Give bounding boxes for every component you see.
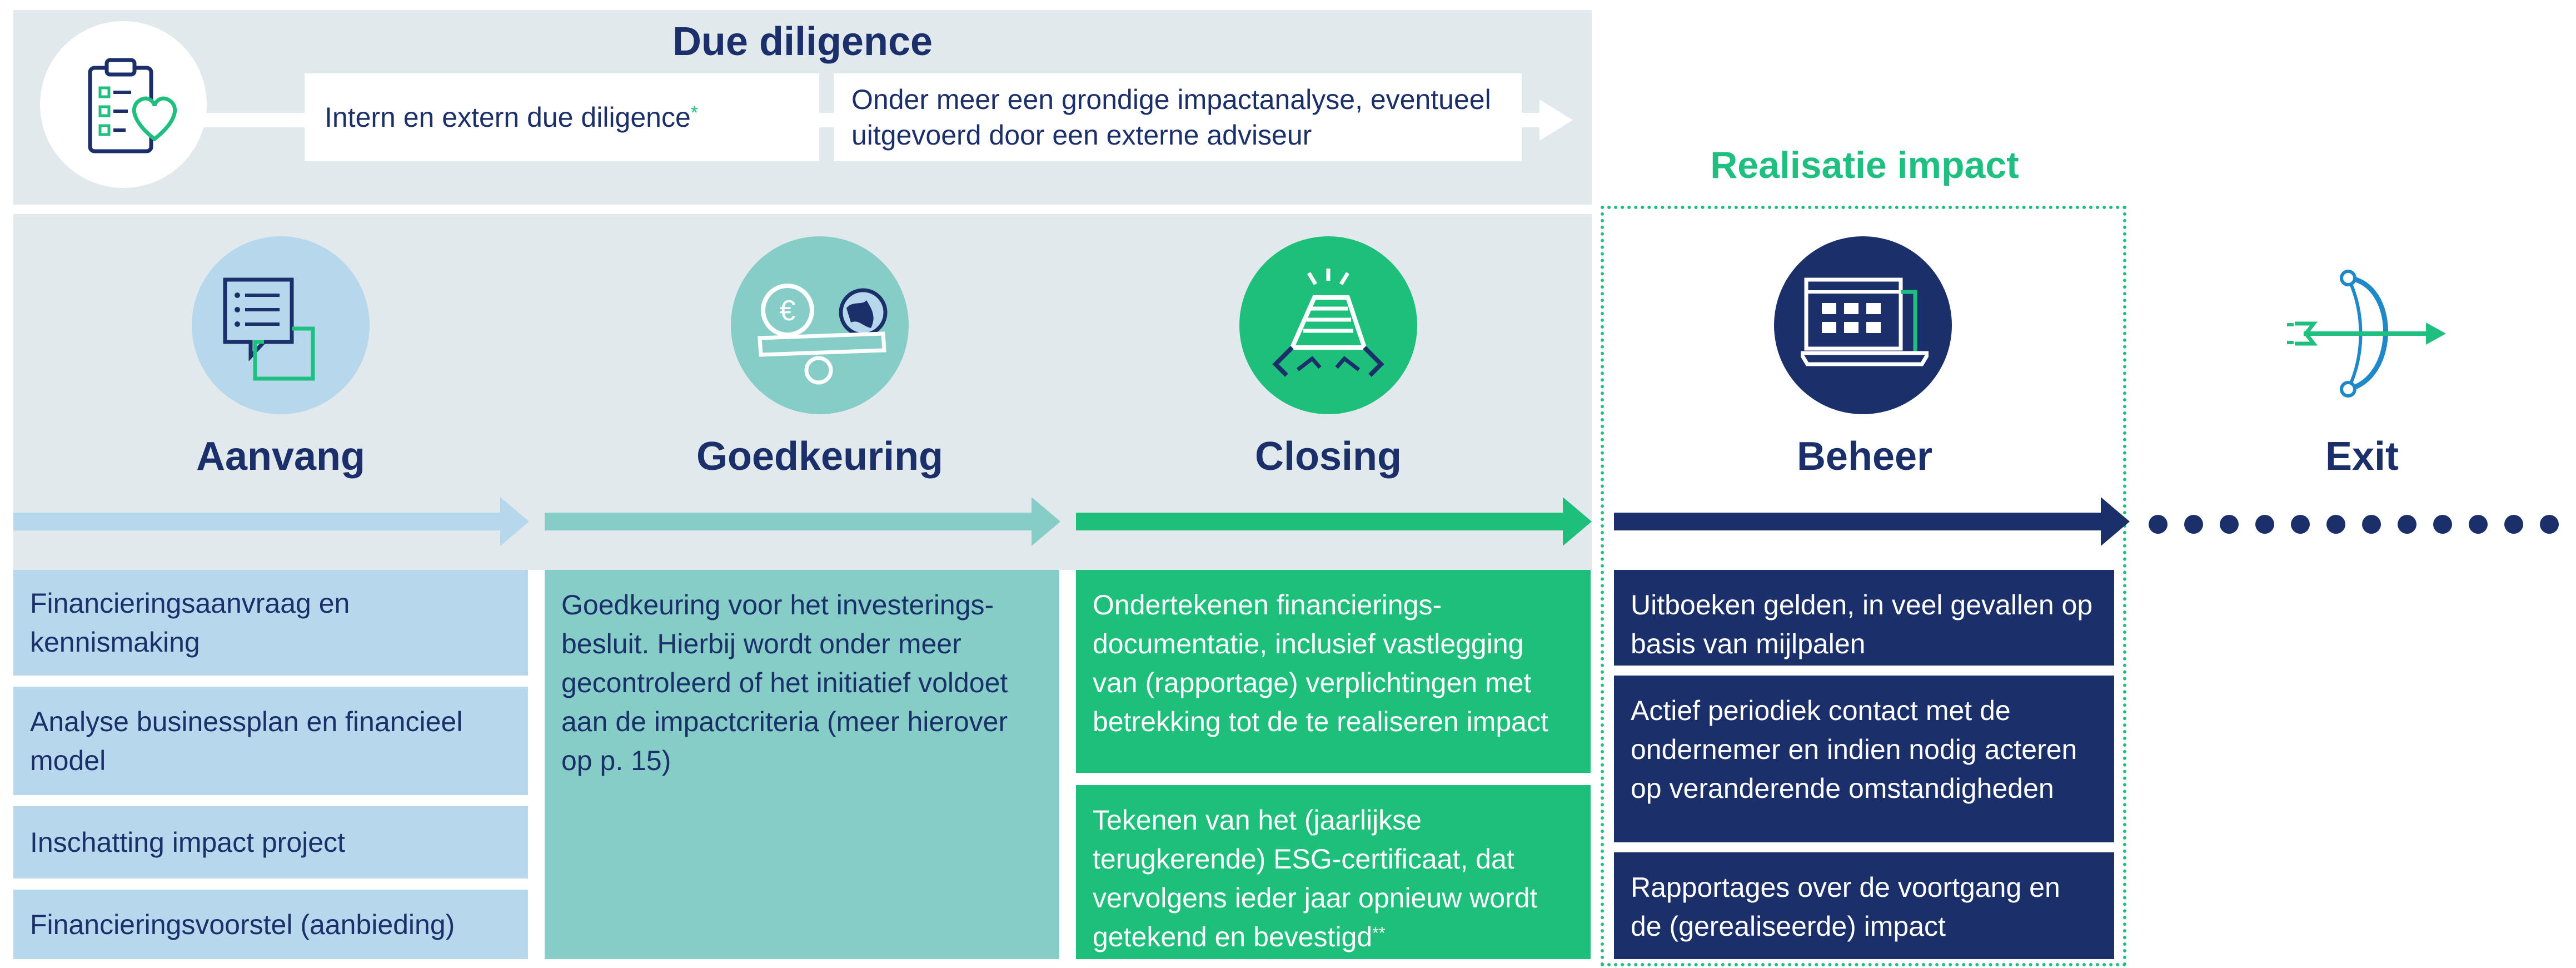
- exit-dot: [2220, 515, 2239, 534]
- beheer-card-text: Actief periodiek contact met de ondernem…: [1631, 695, 2077, 804]
- beheer-card-3: Rapportages over de voortgang en de (ger…: [1614, 852, 2114, 959]
- exit-dot: [2398, 515, 2416, 534]
- footnote-mark: *: [690, 102, 699, 123]
- exit-dot: [2291, 515, 2310, 534]
- beheer-card-text: Rapportages over de voortgang en de (ger…: [1631, 872, 2060, 942]
- exit-dot: [2149, 515, 2168, 534]
- aanvang-arrow: [13, 497, 529, 546]
- impact-analysis-box: Onder meer een grondige impactanalyse, e…: [834, 73, 1522, 161]
- aanvang-card-text: Financieringsvoorstel (aanbieding): [30, 909, 455, 940]
- aanvang-card-1: Financieringsaanvraag en kennismaking: [13, 570, 528, 676]
- stage-title-closing: Closing: [1255, 434, 1402, 479]
- aanvang-card-2: Analyse businessplan en financieel model: [13, 687, 528, 795]
- stage-title-exit: Exit: [2325, 434, 2399, 479]
- beheer-arrow: [1614, 497, 2130, 546]
- due-diligence-icon-circle: [40, 21, 207, 188]
- impact-analysis-text: Onder meer een grondige impactanalyse, e…: [851, 84, 1491, 151]
- due-diligence-title: Due diligence: [672, 19, 933, 64]
- laptop-dashboard-icon: [1801, 277, 1929, 366]
- aanvang-card-4: Financieringsvoorstel (aanbieding): [13, 890, 528, 959]
- exit-dot: [2469, 515, 2488, 534]
- realisatie-impact-title: Realisatie impact: [1710, 144, 2019, 186]
- clipboard-heart-icon: [88, 58, 177, 153]
- exit-dot: [2326, 515, 2345, 534]
- aanvang-card-text: Inschatting impact project: [30, 827, 345, 858]
- chat-form-icon: [223, 277, 315, 381]
- footnote-mark: **: [1372, 924, 1386, 942]
- bow-arrow-icon: [2287, 270, 2446, 398]
- balance-coin-globe-icon: €: [758, 284, 888, 385]
- realisatie-impact-frame: [1601, 206, 2126, 966]
- closing-card-text: Tekenen van het (jaarlijkse terugkerende…: [1093, 805, 1538, 952]
- svg-text:€: €: [780, 295, 796, 327]
- exit-dot: [2433, 515, 2452, 534]
- stage-arrows: [13, 497, 2130, 546]
- beheer-icon-circle: [1774, 236, 1952, 414]
- closing-icon-circle: [1239, 236, 1417, 414]
- exit-dot: [2184, 515, 2203, 534]
- internal-due-diligence-text: Intern en extern due diligence: [325, 102, 691, 133]
- aanvang-card-text: Financieringsaanvraag en kennismaking: [30, 588, 350, 658]
- goedkeuring-arrow: [545, 497, 1060, 546]
- beheer-card-text: Uitboeken gelden, in veel gevallen op ba…: [1631, 589, 2093, 659]
- stage-title-goedkeuring: Goedkeuring: [696, 434, 944, 479]
- handshake-icon: [1272, 269, 1384, 377]
- closing-card-2: Tekenen van het (jaarlijkse terugkerende…: [1076, 785, 1591, 959]
- goedkeuring-card-text: Goedkeuring voor het investerings-beslui…: [561, 589, 1008, 776]
- beheer-card-2: Actief periodiek contact met de ondernem…: [1614, 676, 2114, 842]
- exit-dot: [2540, 515, 2559, 534]
- beheer-card-1: Uitboeken gelden, in veel gevallen op ba…: [1614, 570, 2114, 666]
- internal-due-diligence-box: Intern en extern due diligence*: [305, 73, 819, 161]
- aanvang-card-3: Inschatting impact project: [13, 806, 528, 878]
- closing-arrow: [1076, 497, 1592, 546]
- closing-card-text: Ondertekenen financierings-documentatie,…: [1093, 589, 1548, 737]
- exit-dot: [2504, 515, 2523, 534]
- stage-title-aanvang: Aanvang: [196, 434, 366, 479]
- exit-dot: [2362, 515, 2381, 534]
- goedkeuring-card: Goedkeuring voor het investerings-beslui…: [545, 570, 1059, 959]
- aanvang-card-text: Analyse businessplan en financieel model: [30, 706, 463, 776]
- stage-title-beheer: Beheer: [1796, 434, 1933, 479]
- exit-dot: [2255, 515, 2274, 534]
- closing-card-1: Ondertekenen financierings-documentatie,…: [1076, 570, 1591, 773]
